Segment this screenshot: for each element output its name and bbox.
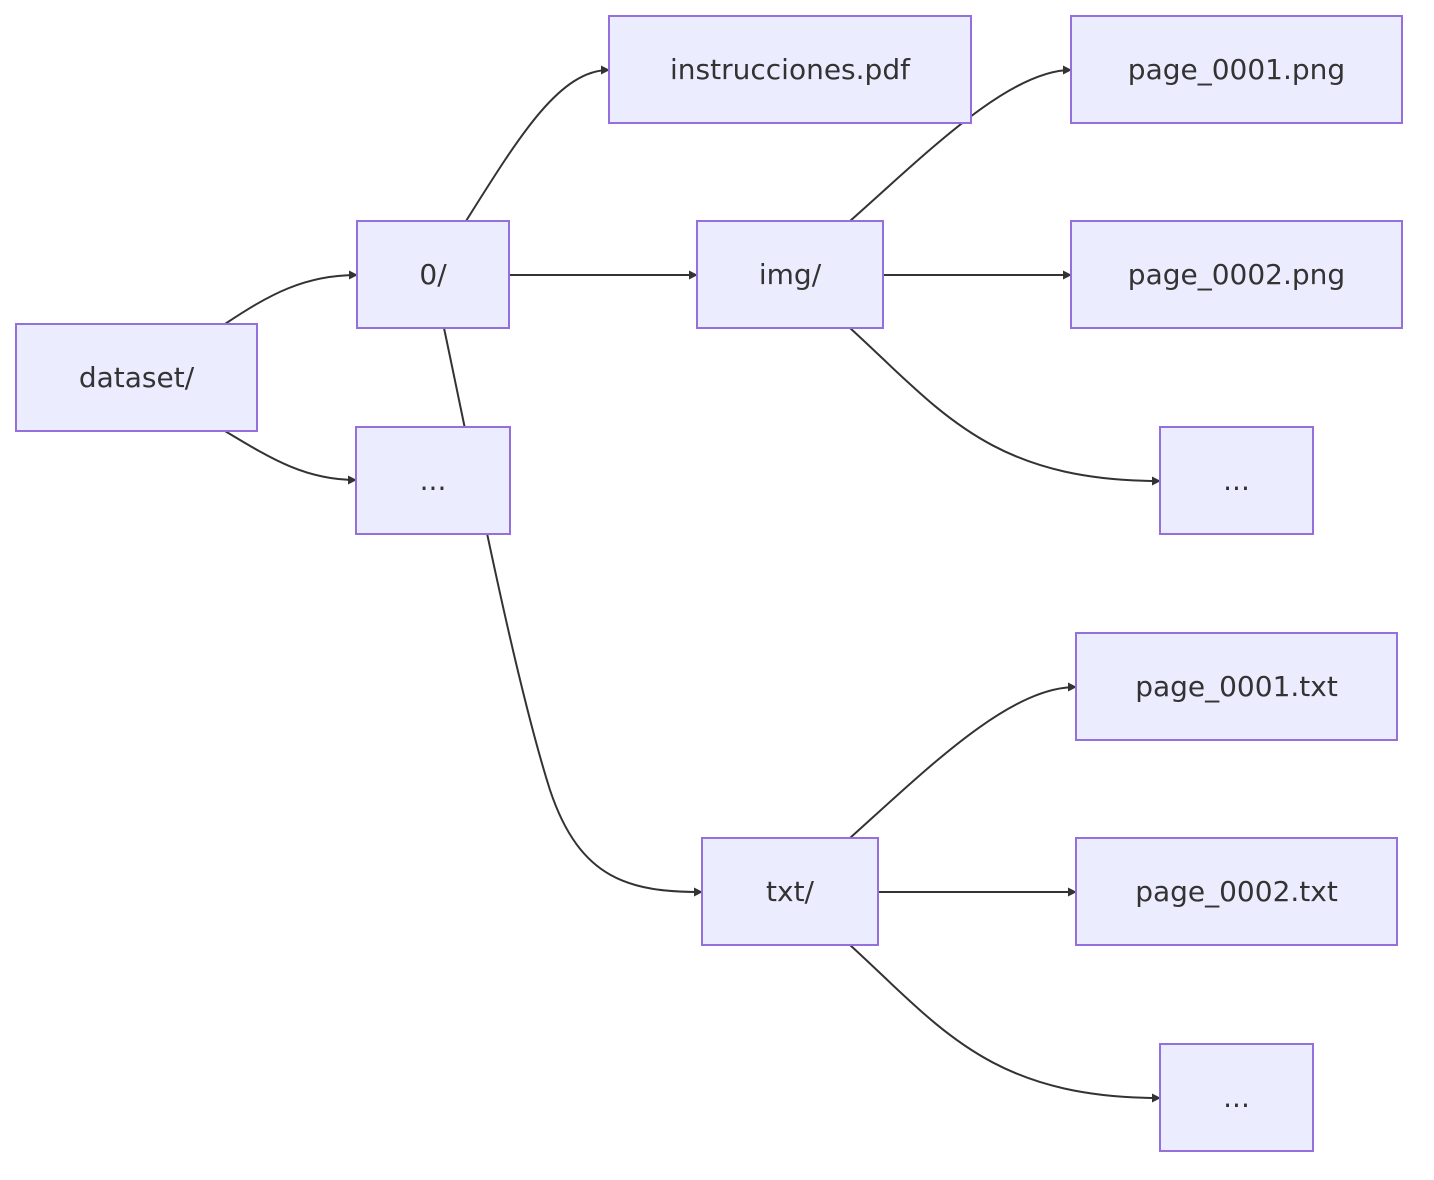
node-txt: txt/ [701,837,879,946]
nodes-layer: dataset/0/... instrucciones.pdf img/txt/pa… [15,15,1403,1152]
node-img: img/ [696,220,884,329]
node-label: instrucciones.pdf [670,53,911,86]
edge-zero-to-pdf [465,65,610,222]
node-box [1075,632,1398,741]
node-dataset: dataset/ [15,323,258,432]
node-box [355,426,511,535]
node-label: page_0001.txt [1135,670,1338,703]
node-txt1: page_0001.txt [1075,632,1398,741]
node-box [356,220,510,329]
node-label: page_0002.png [1128,258,1345,291]
edge-dataset-to-dots_root [224,430,357,485]
node-label: 0/ [419,258,447,291]
edge-img-to-dots_img [849,327,1161,486]
node-label: ... [1223,1081,1250,1114]
edge-dataset-to-zero [224,270,358,325]
node-dots-root: ... [355,426,511,535]
node-box [608,15,972,124]
edge-txt-to-txt1 [849,682,1077,839]
edge-txt-to-dots_txt [849,944,1161,1103]
node-label: ... [1223,464,1250,497]
node-box [1075,837,1398,946]
node-zero: 0/ [356,220,510,329]
node-dots-txt: ... [1159,1043,1314,1152]
node-box [696,220,884,329]
node-txt2: page_0002.txt [1075,837,1398,946]
node-png2: page_0002.png [1070,220,1403,329]
node-box [1159,426,1314,535]
edge-zero-to-txt [443,327,703,897]
node-label: txt/ [766,875,815,908]
node-box [1070,220,1403,329]
node-box [701,837,879,946]
node-label: img/ [759,258,822,291]
node-dots-img: ... [1159,426,1314,535]
node-box [1159,1043,1314,1152]
node-label: page_0001.png [1128,53,1345,86]
node-box [15,323,258,432]
node-label: page_0002.txt [1135,875,1338,908]
node-label: dataset/ [79,361,195,394]
node-pdf: instrucciones.pdf [608,15,972,124]
node-png1: page_0001.png [1070,15,1403,124]
node-box [1070,15,1403,124]
node-label: ... [420,464,447,497]
